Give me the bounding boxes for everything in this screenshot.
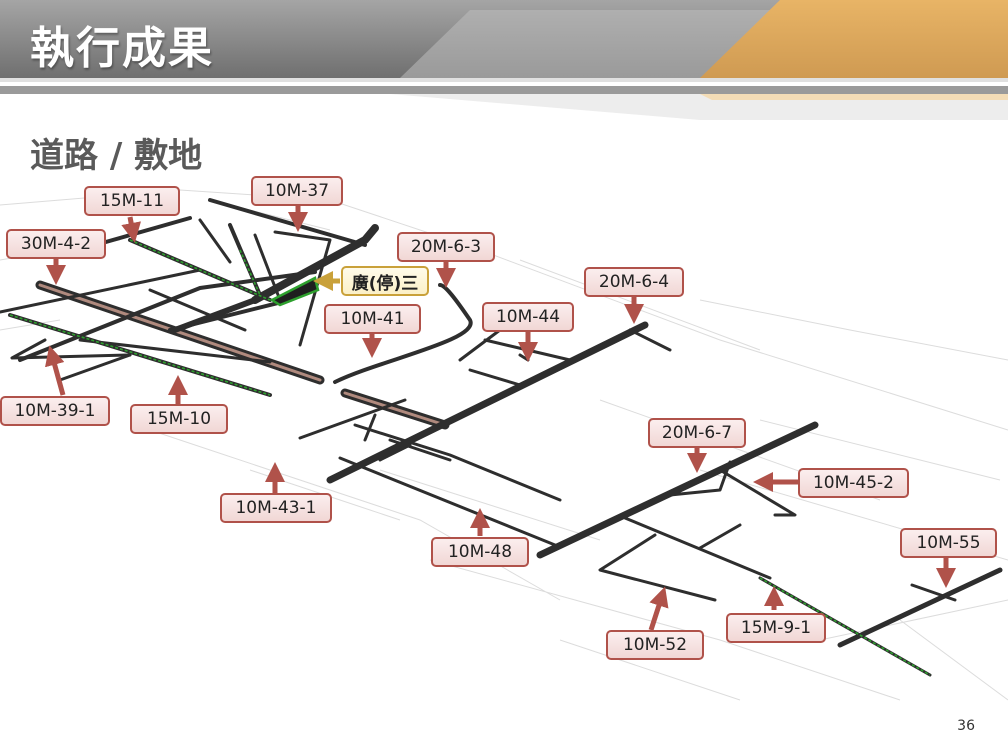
road-label-20m-6-3: 20M-6-3 — [397, 232, 495, 262]
road-label-15m-9-1: 15M-9-1 — [726, 613, 826, 643]
road-label-10m-39-1: 10M-39-1 — [0, 396, 110, 426]
road-label-10m-41: 10M-41 — [324, 304, 421, 334]
header-band — [0, 0, 1008, 120]
slide-subtitle: 道路 / 敷地 — [30, 136, 203, 176]
page-number: 36 — [957, 718, 975, 734]
road-label-10m-44: 10M-44 — [482, 302, 574, 332]
road-label-10m-45-2: 10M-45-2 — [798, 468, 909, 498]
road-label-20m-6-4: 20M-6-4 — [584, 267, 684, 297]
green-boundaries — [9, 239, 931, 676]
callout-arrows — [45, 206, 956, 631]
road-label-10m-48: 10M-48 — [431, 537, 529, 567]
road-label-20m-6-7: 20M-6-7 — [648, 418, 746, 448]
road-label-10m-55: 10M-55 — [900, 528, 997, 558]
road-label-10m-43-1: 10M-43-1 — [220, 493, 332, 523]
road-label-plaza-3: 廣(停)三 — [341, 266, 429, 296]
background-parcels — [0, 189, 1008, 701]
slide-title: 執行成果 — [30, 23, 214, 74]
road-network — [0, 198, 1003, 677]
road-label-10m-52: 10M-52 — [606, 630, 704, 660]
road-label-10m-37: 10M-37 — [251, 176, 343, 206]
road-label-15m-11: 15M-11 — [84, 186, 180, 216]
road-label-30m-4-2: 30M-4-2 — [6, 229, 106, 259]
road-label-15m-10: 15M-10 — [130, 404, 228, 434]
